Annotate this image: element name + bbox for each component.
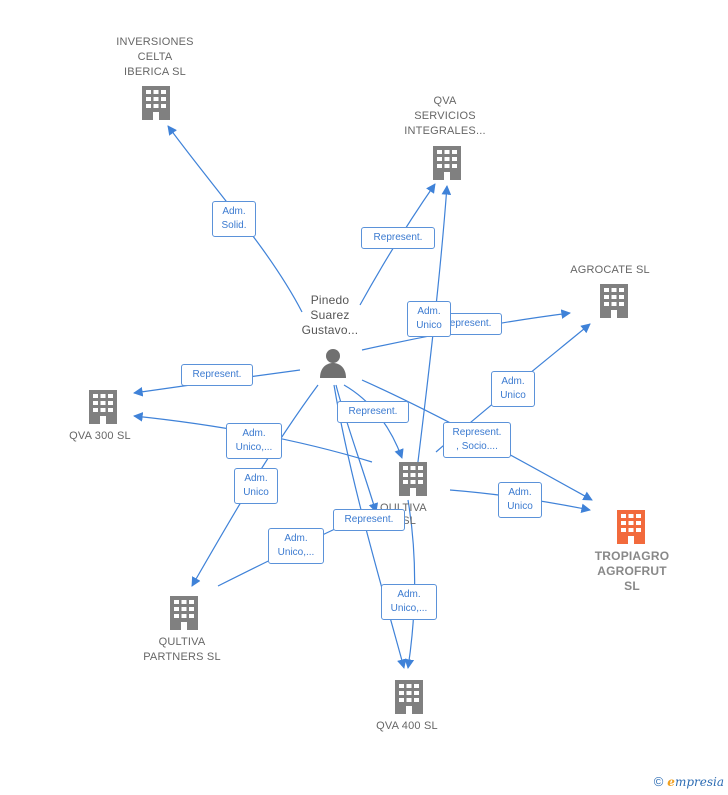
building-icon[interactable] — [600, 284, 628, 318]
node-label-inversiones[interactable]: INVERSIONES CELTA IBERICA SL — [116, 36, 194, 78]
edge-label-represent-qultiva101[interactable]: Represent. — [337, 401, 409, 423]
edge-label-represent-socio[interactable]: Represent. , Socio.... — [443, 422, 511, 458]
copyright-icon: © — [653, 774, 664, 789]
building-icon[interactable] — [142, 86, 170, 120]
edge-label-adm-unico-dots-partners[interactable]: Adm. Unico,... — [268, 528, 324, 564]
building-icon[interactable] — [617, 510, 645, 544]
edge-label-adm-unico-tropiagro[interactable]: Adm. Unico — [498, 482, 542, 518]
edge-label-adm-unico-agrocate[interactable]: Adm. Unico — [491, 371, 535, 407]
building-icon[interactable] — [433, 146, 461, 180]
building-icon[interactable] — [89, 390, 117, 424]
edge-label-adm-unico-dots-qva300[interactable]: Adm. Unico,... — [226, 423, 282, 459]
node-label-qultiva-partners[interactable]: QULTIVA PARTNERS SL — [143, 636, 221, 663]
node-label-person[interactable]: Pinedo Suarez Gustavo... — [301, 293, 359, 337]
edge-label-adm-unico-qva-servicios[interactable]: Adm. Unico — [407, 301, 451, 337]
footer-brand[interactable]: © empresia — [654, 774, 724, 789]
building-icon[interactable] — [170, 596, 198, 630]
edge-label-adm-unico-partners[interactable]: Adm. Unico — [234, 468, 278, 504]
edge-person-qultiva101-b — [335, 384, 379, 513]
node-label-qva-servicios[interactable]: QVA SERVICIOS INTEGRALES... — [404, 95, 486, 137]
edge-label-represent-qva300[interactable]: Represent. — [181, 364, 253, 386]
edge-label-represent-qva-servicios[interactable]: Represent. — [361, 227, 435, 249]
brand-logo: empresia — [667, 774, 724, 789]
building-icon[interactable] — [399, 462, 427, 496]
edge-label-adm-solid[interactable]: Adm. Solid. — [212, 201, 256, 237]
node-label-qva400[interactable]: QVA 400 SL — [376, 720, 438, 732]
nodes — [89, 86, 645, 714]
node-label-tropiagro[interactable]: TROPIAGRO AGROFRUT SL — [594, 549, 670, 593]
building-icon[interactable] — [395, 680, 423, 714]
node-label-qva300[interactable]: QVA 300 SL — [69, 430, 131, 442]
edge-label-adm-unico-dots-qva400[interactable]: Adm. Unico,... — [381, 584, 437, 620]
node-label-agrocate[interactable]: AGROCATE SL — [570, 264, 650, 276]
person-icon[interactable] — [320, 349, 346, 378]
edge-label-represent-qva400[interactable]: Represent. — [333, 509, 405, 531]
